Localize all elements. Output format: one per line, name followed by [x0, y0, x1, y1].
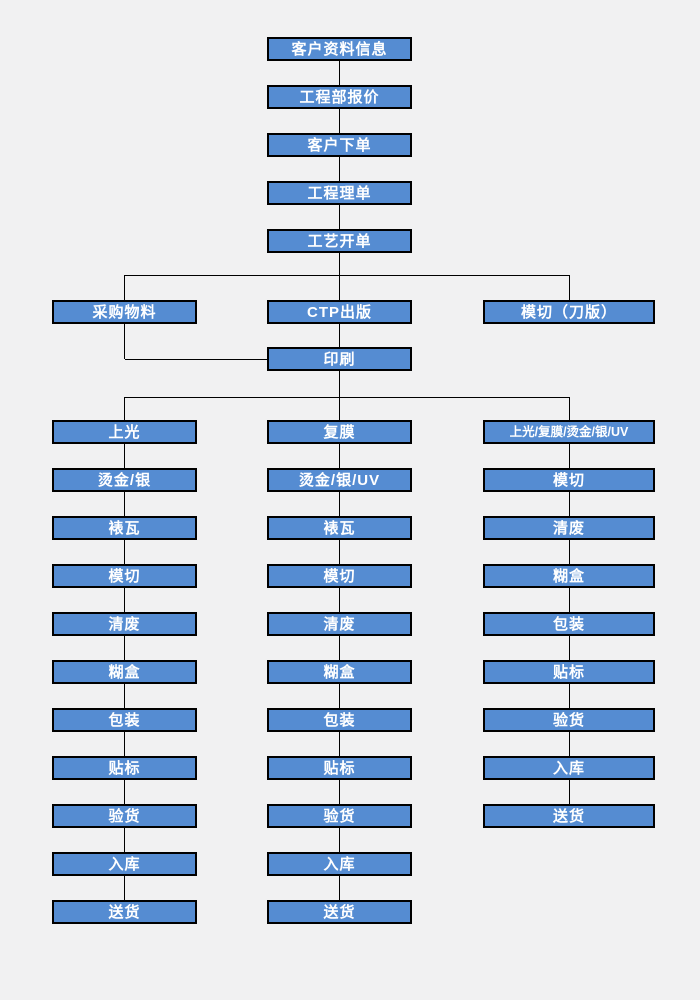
connector-line	[124, 358, 267, 360]
flow-node-step: 裱瓦	[267, 516, 412, 540]
connector-line	[124, 876, 125, 900]
connector-line	[339, 492, 340, 516]
flow-node-step: 烫金/银/UV	[267, 468, 412, 492]
connector-line	[339, 540, 340, 564]
flow-node-step: 入库	[52, 852, 197, 876]
connector-line	[124, 444, 125, 468]
connector-line	[339, 876, 340, 900]
flow-node-step: 上光/复膜/烫金/银/UV	[483, 420, 655, 444]
flow-node-print: 印刷	[267, 347, 412, 371]
flow-node-purchase: 采购物料	[52, 300, 197, 324]
connector-line	[568, 492, 570, 516]
connector-line	[568, 732, 570, 756]
connector-line	[339, 780, 340, 804]
connector-line	[124, 324, 125, 359]
connector-line	[124, 397, 125, 420]
flow-node-step: 糊盒	[267, 660, 412, 684]
connector-line	[124, 780, 125, 804]
flow-node-step: 模切	[267, 564, 412, 588]
flow-node-step: 验货	[267, 804, 412, 828]
flow-node-step: 清废	[267, 612, 412, 636]
flow-node-top-chain: 工艺开单	[267, 229, 412, 253]
connector-line	[339, 253, 340, 275]
connector-line	[339, 732, 340, 756]
flow-node-step: 贴标	[483, 660, 655, 684]
connector-line	[339, 275, 340, 300]
flow-node-step: 包装	[483, 612, 655, 636]
flow-node-step: 模切	[52, 564, 197, 588]
connector-line	[339, 109, 340, 133]
flow-node-step: 验货	[483, 708, 655, 732]
connector-line	[124, 636, 125, 660]
connector-line	[339, 61, 340, 85]
connector-line	[124, 275, 125, 300]
connector-line	[124, 732, 125, 756]
connector-line	[339, 205, 340, 229]
flow-node-step: 贴标	[267, 756, 412, 780]
flow-node-step: 上光	[52, 420, 197, 444]
flow-node-step: 送货	[483, 804, 655, 828]
connector-line	[568, 444, 570, 468]
connector-line	[568, 275, 570, 300]
flow-node-ctp: CTP出版	[267, 300, 412, 324]
flow-node-step: 贴标	[52, 756, 197, 780]
flow-node-step: 糊盒	[52, 660, 197, 684]
flow-node-step: 送货	[52, 900, 197, 924]
flow-node-step: 裱瓦	[52, 516, 197, 540]
connector-line	[568, 684, 570, 708]
connector-line	[339, 444, 340, 468]
flow-node-top-chain: 工程部报价	[267, 85, 412, 109]
flow-node-step: 清废	[483, 516, 655, 540]
connector-line	[339, 828, 340, 852]
connector-line	[339, 371, 340, 397]
flow-node-step: 复膜	[267, 420, 412, 444]
flow-node-step: 模切	[483, 468, 655, 492]
connector-line	[339, 157, 340, 181]
connector-line	[339, 636, 340, 660]
connector-line	[568, 397, 570, 420]
connector-line	[124, 588, 125, 612]
connector-line	[124, 684, 125, 708]
connector-line	[124, 540, 125, 564]
flow-node-step: 入库	[483, 756, 655, 780]
connector-line	[339, 588, 340, 612]
flow-node-step: 验货	[52, 804, 197, 828]
flow-node-top-chain: 客户下单	[267, 133, 412, 157]
flow-node-step: 清废	[52, 612, 197, 636]
connector-line	[339, 397, 340, 420]
flow-node-step: 送货	[267, 900, 412, 924]
flow-node-die-plate: 模切（刀版）	[483, 300, 655, 324]
connector-line	[568, 780, 570, 804]
connector-line	[568, 636, 570, 660]
flow-node-step: 入库	[267, 852, 412, 876]
connector-line	[568, 588, 570, 612]
connector-line	[124, 492, 125, 516]
flow-node-step: 包装	[267, 708, 412, 732]
flow-node-top-chain: 工程理单	[267, 181, 412, 205]
connector-line	[124, 396, 569, 398]
connector-line	[124, 828, 125, 852]
flow-node-step: 糊盒	[483, 564, 655, 588]
flow-node-step: 烫金/银	[52, 468, 197, 492]
connector-line	[339, 684, 340, 708]
connector-line	[339, 324, 340, 347]
connector-line	[124, 274, 569, 276]
flow-node-top-chain: 客户资料信息	[267, 37, 412, 61]
connector-line	[568, 540, 570, 564]
flow-node-step: 包装	[52, 708, 197, 732]
